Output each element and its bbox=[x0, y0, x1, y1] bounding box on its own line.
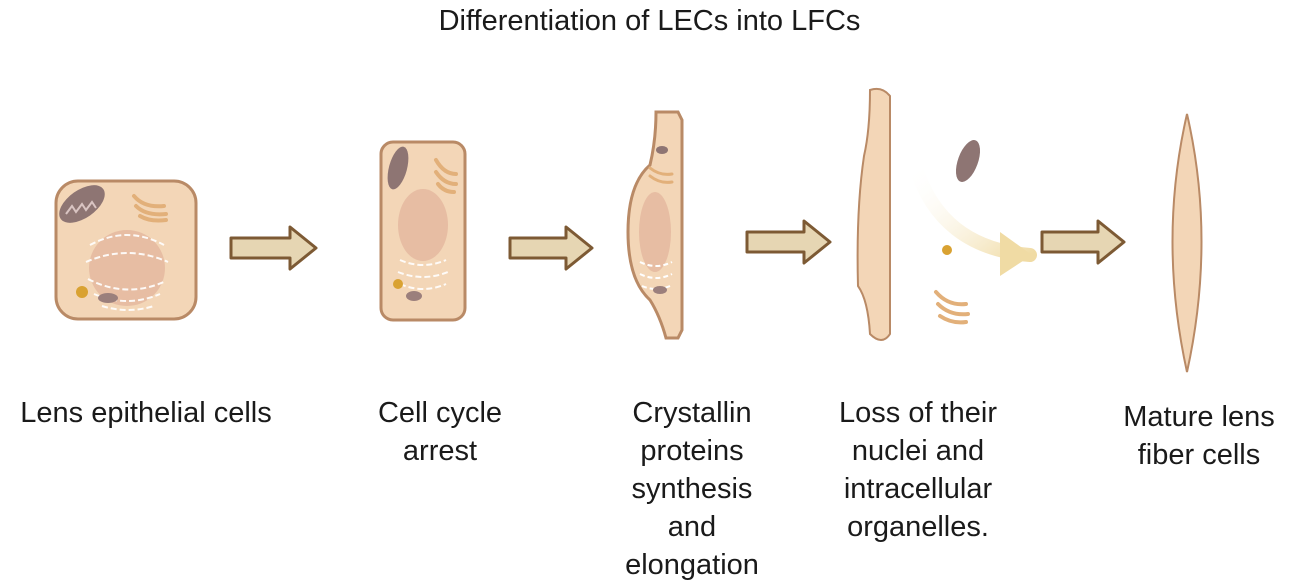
mitochondrion-small-icon bbox=[656, 146, 668, 154]
mitochondrion-small-icon bbox=[653, 286, 667, 294]
stage-label-line: arrest bbox=[402, 435, 478, 467]
expelled-golgi-icon bbox=[934, 290, 970, 325]
golgi-icon bbox=[434, 158, 458, 194]
stage-label-organelle-loss: Loss of their nuclei and intracellular o… bbox=[808, 394, 1028, 546]
stage-label-line: proteins bbox=[640, 435, 744, 467]
stage-label-line: nuclei and bbox=[851, 435, 985, 467]
stage-label-crystallin-synthesis: Crystallin proteins synthesis and elonga… bbox=[592, 394, 792, 584]
expelled-mitochondrion-icon bbox=[955, 140, 981, 182]
stage-label-line: Lens epithelial cells bbox=[20, 397, 272, 429]
golgi-icon bbox=[132, 194, 168, 223]
arrested-cell-icon bbox=[379, 140, 467, 322]
mitochondrion-small-icon bbox=[98, 293, 118, 303]
stage-label-line: organelles. bbox=[847, 511, 989, 543]
stage-label-line: Cell cycle bbox=[377, 397, 503, 429]
enucleated-cell-icon bbox=[856, 87, 891, 341]
mitochondrion-small-icon bbox=[406, 291, 422, 301]
lens-epithelial-cell-icon bbox=[54, 179, 198, 321]
expulsion-arrow-head bbox=[1000, 232, 1032, 276]
stage-label-mature-fiber-cells: Mature lens fiber cells bbox=[1104, 398, 1294, 474]
progress-arrow-3 bbox=[745, 219, 832, 265]
stage-label-line: Crystallin bbox=[632, 397, 752, 429]
golgi-icon bbox=[648, 166, 674, 184]
vesicle-icon bbox=[76, 286, 88, 298]
expelled-vesicle-icon bbox=[942, 245, 952, 255]
mature-fiber-cell-icon bbox=[1171, 113, 1203, 373]
stage-label-line: fiber cells bbox=[1137, 439, 1261, 471]
stage-label-line: and bbox=[667, 511, 717, 543]
progress-arrow-4 bbox=[1040, 219, 1126, 265]
stage-label-line: Mature lens bbox=[1123, 401, 1275, 433]
stage-label-cell-cycle-arrest: Cell cycle arrest bbox=[340, 394, 540, 470]
elongating-cell-icon bbox=[626, 110, 684, 340]
stage-label-lens-epithelial-cells: Lens epithelial cells bbox=[0, 394, 292, 432]
diagram-title: Differentiation of LECs into LFCs bbox=[438, 5, 861, 37]
stage-label-line: intracellular bbox=[843, 473, 993, 505]
mitochondrion-icon bbox=[59, 185, 105, 223]
stage-label-line: Loss of their bbox=[839, 397, 997, 429]
vesicle-icon bbox=[393, 279, 403, 289]
stage-label-line: elongation bbox=[625, 549, 759, 581]
progress-arrow-2 bbox=[508, 225, 594, 271]
progress-arrow-1 bbox=[229, 225, 318, 271]
mitochondrion-icon bbox=[387, 146, 409, 190]
stage-label-line: synthesis bbox=[631, 473, 753, 505]
